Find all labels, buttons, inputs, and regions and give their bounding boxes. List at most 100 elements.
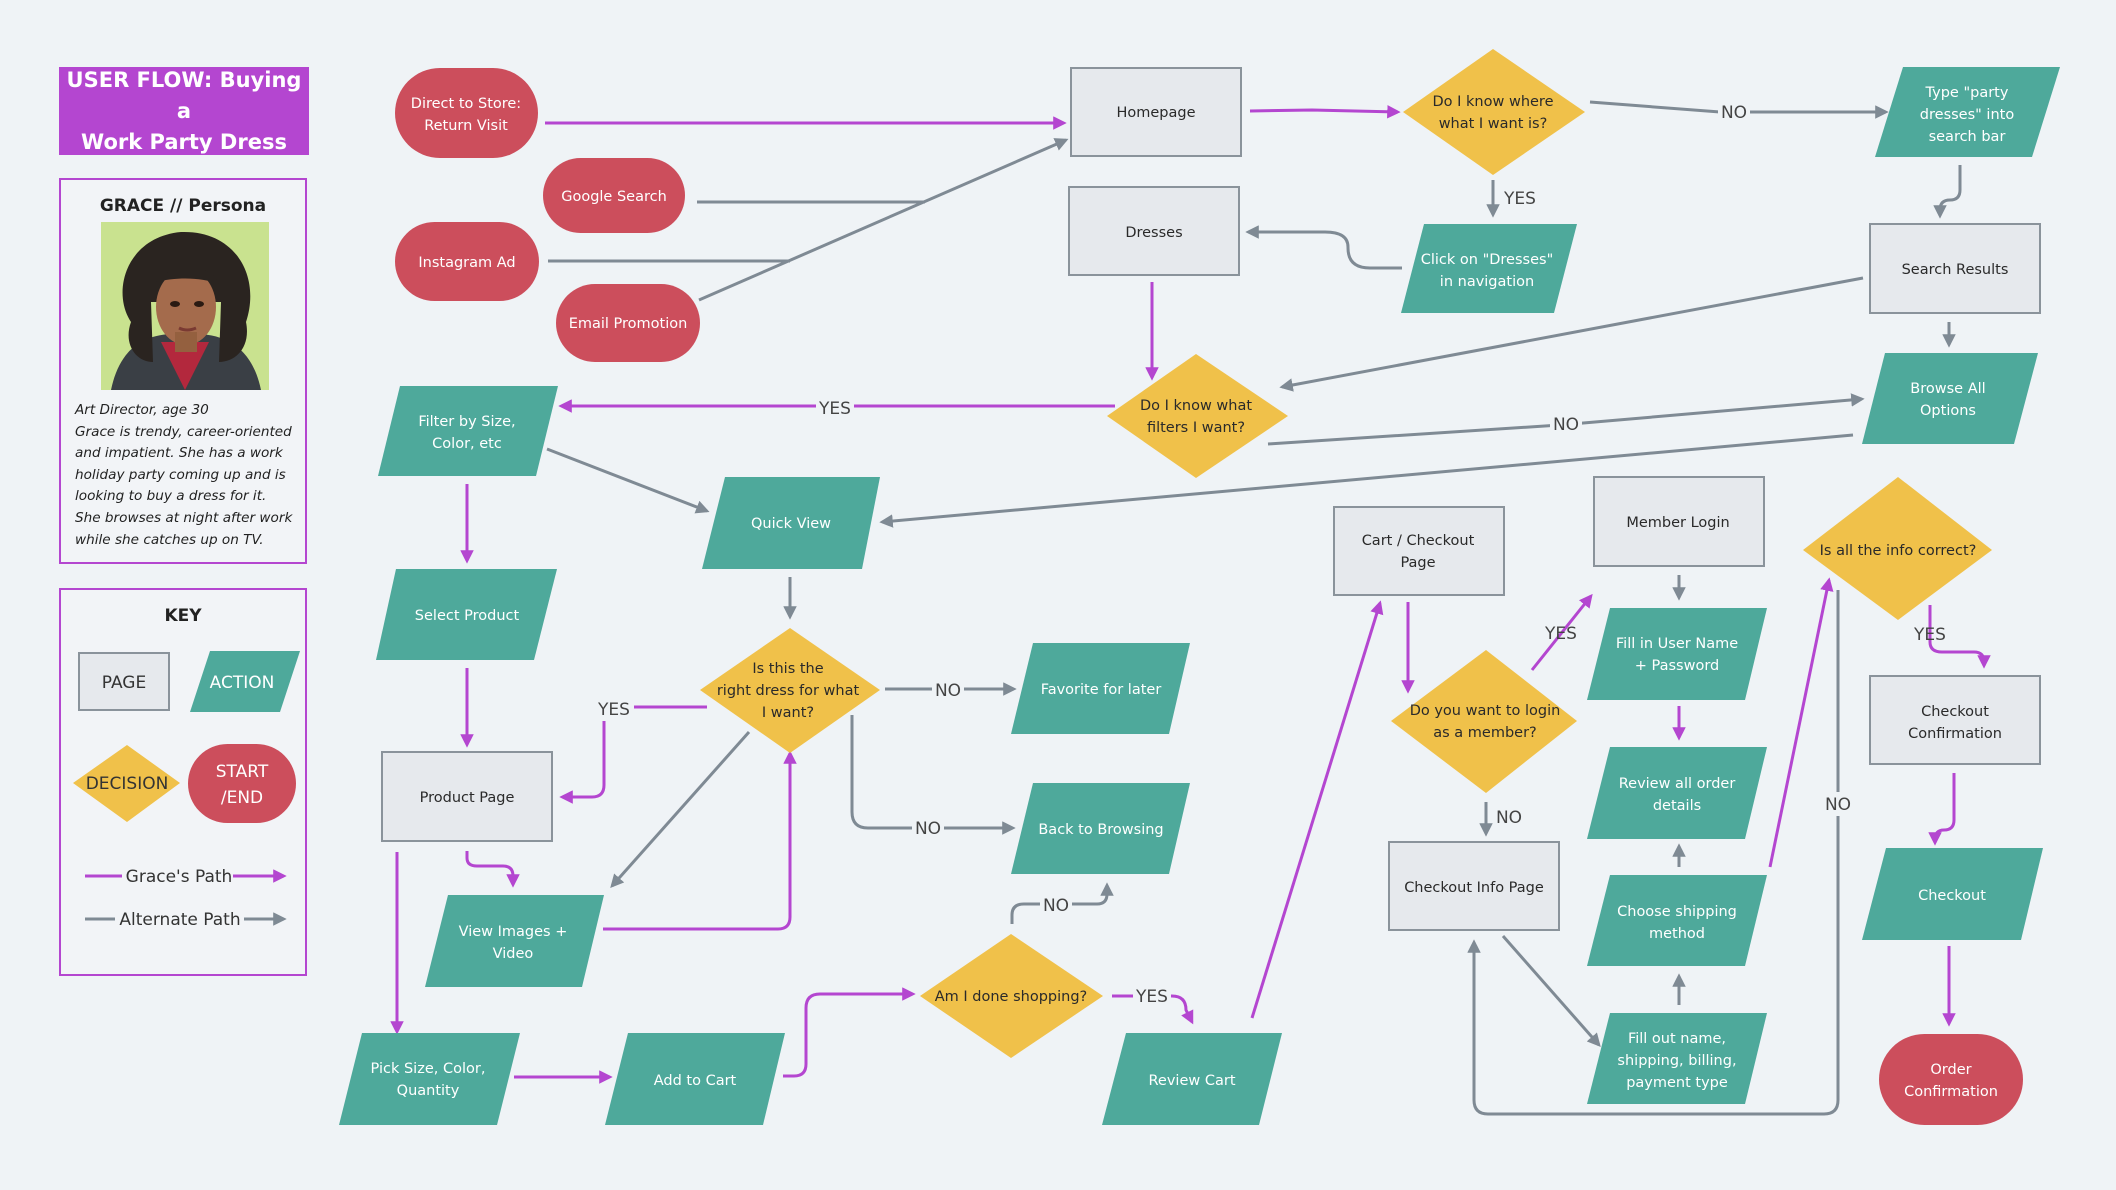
label-insta: Instagram Ad (418, 255, 515, 271)
label-yes-infocorrect: YES (1913, 625, 1946, 645)
node-revieworder[interactable] (1587, 747, 1767, 839)
key-start-end-shape (188, 744, 296, 823)
label-infocorrect: Is all the info correct? (1820, 543, 1977, 559)
node-orderconfirm[interactable] (1879, 1034, 2023, 1125)
label-no-infocorrect: NO (1825, 795, 1851, 815)
persona-card: GRACE // Persona Art Director, age 30 Gr… (59, 178, 307, 564)
key-start-label: START (216, 762, 269, 782)
node-picksize[interactable] (339, 1033, 520, 1125)
label-fillusername-1: Fill in User Name (1616, 636, 1738, 652)
label-no-knowwhere: NO (1721, 103, 1747, 123)
node-quickview[interactable] (702, 477, 880, 569)
node-checkoutconfirm[interactable] (1869, 675, 2041, 765)
edge-infocorrect-yes-to-checkoutconfirm (1928, 605, 1991, 669)
label-fillusername-2: + Password (1635, 658, 1720, 674)
key-decision-shape (73, 745, 180, 822)
label-reviewcart: Review Cart (1149, 1073, 1236, 1089)
label-orderconfirm-1: Order (1930, 1062, 1971, 1078)
label-cartcheckout-2: Page (1400, 555, 1435, 571)
node-searchresults[interactable] (1869, 223, 2041, 314)
node-filterby[interactable] (378, 386, 558, 476)
edge-reviewcart-to-cartcheckout (1250, 600, 1384, 1019)
node-insta[interactable] (395, 222, 539, 301)
label-rightdress-2: right dress for what (717, 683, 860, 699)
edge-checkoutinfo-to-fillout (1501, 935, 1601, 1048)
persona-avatar (101, 222, 269, 390)
node-selectproduct[interactable] (376, 569, 557, 660)
label-yes-filters: YES (818, 399, 851, 419)
label-checkoutconfirm-2: Confirmation (1908, 726, 2002, 742)
label-login-1: Do you want to login (1410, 703, 1561, 719)
key-shapes: PAGE ACTION DECISION START /END Grace's … (73, 651, 300, 930)
persona-line: looking to buy a dress for it. (75, 488, 267, 505)
diagram-title: USER FLOW: Buying a Work Party Dress (59, 67, 309, 155)
node-login[interactable] (1391, 650, 1577, 793)
label-picksize-1: Pick Size, Color, (371, 1061, 486, 1077)
node-fillusername[interactable] (1587, 608, 1767, 700)
key-decision-label: DECISION (86, 774, 169, 794)
node-labels: Direct to Store: Return Visit Google Sea… (371, 85, 2015, 1100)
node-checkout[interactable] (1862, 848, 2043, 940)
label-filters-1: Do I know what (1140, 398, 1252, 414)
edge-typeparty-to-searchresults (1933, 165, 1962, 219)
node-chooseshipping[interactable] (1587, 875, 1767, 966)
node-rightdress[interactable] (700, 628, 880, 753)
title-line-1: USER FLOW: Buying a (66, 67, 302, 123)
label-rightdress-1: Is this the (752, 661, 823, 677)
label-cartcheckout-1: Cart / Checkout (1362, 533, 1475, 549)
edge-addcart-to-doneshopping (783, 987, 916, 1078)
node-filters[interactable] (1107, 354, 1288, 478)
node-productpage[interactable] (381, 751, 553, 842)
key-title: KEY (164, 606, 202, 626)
label-doneshopping: Am I done shopping? (935, 989, 1087, 1005)
node-infocorrect[interactable] (1803, 477, 1992, 620)
key-alternate-path-label: Alternate Path (119, 910, 240, 930)
node-direct[interactable] (395, 68, 538, 158)
node-reviewcart[interactable] (1102, 1033, 1282, 1125)
edge-checkoutconfirm-to-checkout (1928, 773, 1956, 846)
label-clickdresses-2: in navigation (1440, 274, 1534, 290)
label-no-login: NO (1496, 808, 1522, 828)
label-knowwhere-1: Do I know where (1433, 94, 1554, 110)
label-fillout-1: Fill out name, (1628, 1031, 1726, 1047)
label-rightdress-3: I want? (762, 705, 814, 721)
node-typeparty[interactable] (1875, 67, 2060, 157)
node-backbrowsing[interactable] (1011, 783, 1190, 874)
label-orderconfirm-2: Confirmation (1904, 1084, 1998, 1100)
node-google[interactable] (543, 158, 685, 233)
label-productpage: Product Page (420, 790, 515, 806)
label-chooseshipping-2: method (1649, 926, 1705, 942)
node-cartcheckout[interactable] (1333, 506, 1505, 596)
label-knowwhere-2: what I want is? (1439, 116, 1548, 132)
node-knowwhere[interactable] (1403, 49, 1585, 175)
label-viewimages-1: View Images + (459, 924, 568, 940)
label-no-rightdress-2: NO (915, 819, 941, 839)
node-memberlogin[interactable] (1593, 476, 1765, 567)
key-action-shape (190, 651, 300, 712)
edge-doneshopping-yes-to-reviewcart (1112, 994, 1194, 1025)
edge-rightdress-no-to-backbrowsing (850, 715, 1016, 835)
label-revieworder-2: details (1653, 798, 1701, 814)
node-viewimages[interactable] (425, 895, 604, 987)
edge-rightdress-yes-to-productpage (559, 705, 707, 804)
node-dresses[interactable] (1068, 186, 1240, 276)
label-direct-2: Return Visit (424, 118, 508, 134)
persona-description: Art Director, age 30 Grace is trendy, ca… (75, 400, 301, 551)
node-email[interactable] (556, 284, 700, 362)
label-typeparty-1: Type "party (1925, 85, 2009, 101)
persona-line: while she catches up on TV. (75, 531, 264, 548)
node-clickdresses[interactable] (1401, 224, 1577, 313)
flow-nodes (339, 49, 2060, 1125)
node-browseall[interactable] (1862, 353, 2038, 444)
node-homepage[interactable] (1070, 67, 1242, 157)
node-checkoutinfo[interactable] (1388, 841, 1560, 931)
label-favorite: Favorite for later (1041, 682, 1162, 698)
title-line-2: Work Party Dress (81, 129, 287, 154)
node-favorite[interactable] (1011, 643, 1190, 734)
label-direct-1: Direct to Store: (411, 96, 521, 112)
node-doneshopping[interactable] (920, 934, 1103, 1058)
edge-email-to-homepage (698, 138, 1069, 302)
node-addcart[interactable] (605, 1033, 785, 1125)
node-fillout[interactable] (1587, 1013, 1767, 1104)
